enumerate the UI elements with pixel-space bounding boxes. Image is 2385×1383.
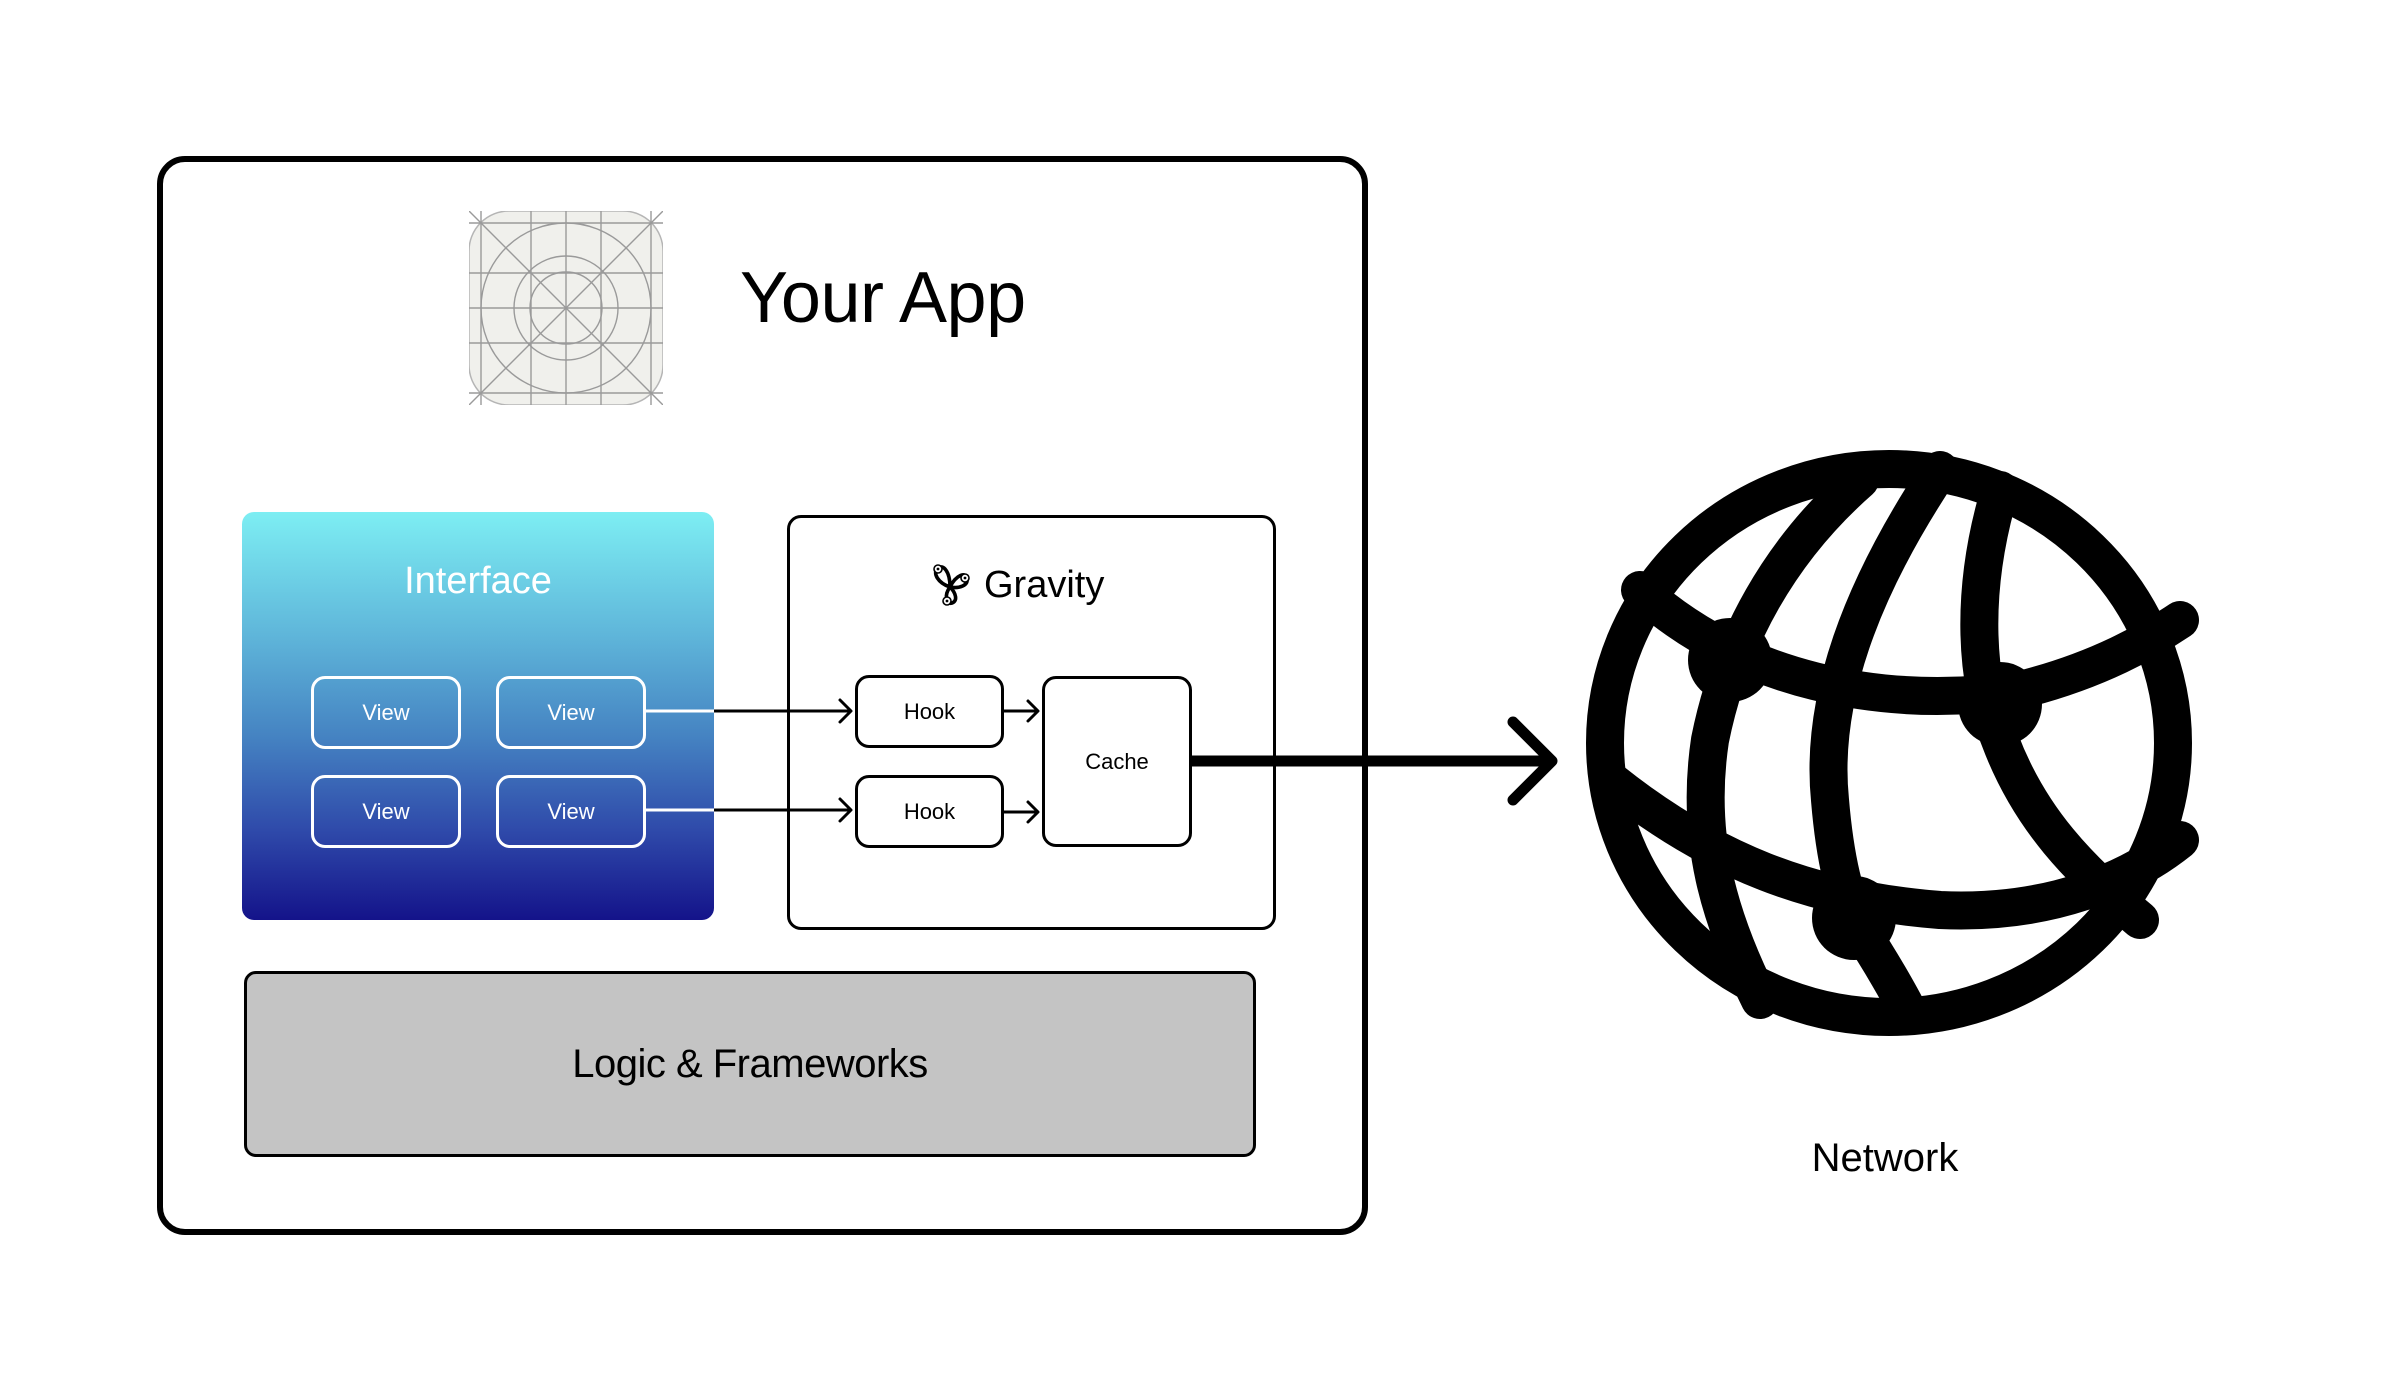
hook-label: Hook	[903, 698, 956, 724]
interface-title: Interface	[404, 560, 552, 602]
view-label: View	[362, 699, 410, 725]
view-box: View	[496, 775, 646, 848]
cache-box: Cache	[1042, 676, 1192, 847]
gravity-header: Gravity	[930, 560, 1104, 610]
hook-box: Hook	[855, 675, 1004, 748]
view-box: View	[311, 775, 461, 848]
app-icon	[469, 211, 663, 405]
view-label: View	[547, 798, 595, 824]
network-label: Network	[1811, 1136, 1959, 1180]
gravity-knot-icon	[933, 564, 970, 606]
hook-box: Hook	[855, 775, 1004, 848]
cache-label: Cache	[1085, 748, 1149, 774]
app-title: Your App	[740, 258, 1026, 338]
globe-network-icon	[1586, 450, 2199, 1036]
logic-frameworks-label: Logic & Frameworks	[572, 1041, 928, 1086]
gravity-title: Gravity	[984, 564, 1105, 606]
view-box: View	[311, 676, 461, 749]
hook-label: Hook	[903, 798, 956, 824]
view-label: View	[547, 699, 595, 725]
view-label: View	[362, 798, 410, 824]
view-box: View	[496, 676, 646, 749]
logic-frameworks-layer: Logic & Frameworks	[244, 971, 1256, 1157]
interface-layer	[242, 512, 714, 920]
